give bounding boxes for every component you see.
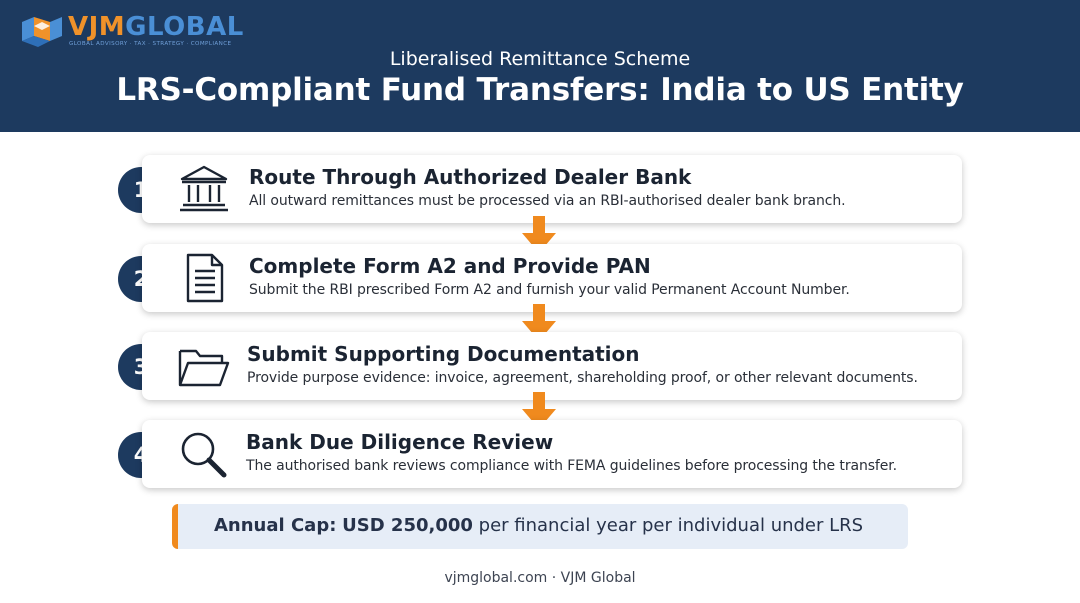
logo-secondary: GLOBAL: [125, 12, 244, 42]
footer-credit[interactable]: vjmglobal.com · VJM Global: [444, 570, 636, 586]
step-title-1: Route Through Authorized Dealer Bank: [249, 165, 692, 189]
logo-wordmark: VJMGLOBAL: [68, 13, 244, 41]
folder-icon: [178, 349, 230, 387]
step-description-3: Provide purpose evidence: invoice, agree…: [247, 370, 918, 386]
step-description-2: Submit the RBI prescribed Form A2 and fu…: [249, 282, 850, 298]
arrow-down-icon: [522, 216, 556, 253]
step-card-4: Bank Due Diligence Review The authorised…: [142, 420, 962, 488]
step-title-2: Complete Form A2 and Provide PAN: [249, 254, 651, 278]
document-icon: [186, 253, 224, 303]
arrow-down-icon: [522, 392, 556, 429]
step-title-3: Submit Supporting Documentation: [247, 342, 640, 366]
arrow-down-icon: [522, 304, 556, 341]
page-subtitle: Liberalised Remittance Scheme: [389, 48, 691, 70]
bank-icon: [180, 165, 228, 212]
step-card-2: Complete Form A2 and Provide PAN Submit …: [142, 244, 962, 312]
step-title-4: Bank Due Diligence Review: [246, 430, 554, 454]
vjm-global-logo[interactable]: VJMGLOBAL GLOBAL ADVISORY · TAX · STRATE…: [20, 12, 260, 52]
cap-rest: per financial year per individual under …: [478, 515, 864, 536]
cap-amount: USD 250,000: [342, 515, 473, 536]
step-card-3: Submit Supporting Documentation Provide …: [142, 332, 962, 400]
page-title: LRS-Compliant Fund Transfers: India to U…: [116, 72, 964, 108]
step-description-1: All outward remittances must be processe…: [249, 193, 846, 209]
logo-primary: VJM: [68, 12, 126, 42]
cap-label: Annual Cap:: [214, 515, 337, 536]
step-card-1: Route Through Authorized Dealer Bank All…: [142, 155, 962, 223]
annual-cap-text: Annual Cap: USD 250,000 per financial ye…: [214, 515, 863, 536]
header-banner: VJMGLOBAL GLOBAL ADVISORY · TAX · STRATE…: [0, 0, 1080, 132]
logo-tagline: GLOBAL ADVISORY · TAX · STRATEGY · COMPL…: [69, 41, 232, 47]
magnifier-icon: [181, 432, 227, 478]
annual-cap-callout: Annual Cap: USD 250,000 per financial ye…: [172, 504, 908, 549]
step-description-4: The authorised bank reviews compliance w…: [246, 458, 897, 474]
logo-cube-icon: [22, 17, 62, 47]
